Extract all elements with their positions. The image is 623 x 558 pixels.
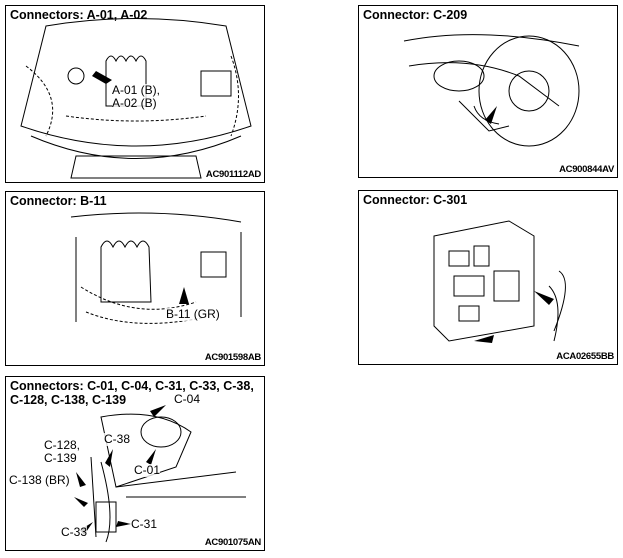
connector-label: C-128, <box>44 438 81 452</box>
connector-label: C-33 <box>61 525 88 539</box>
engine-illustration <box>70 212 242 324</box>
diagram-panel-a01-a02: Connectors: A-01, A-02 A-01 (B), A-02 (B… <box>5 5 265 183</box>
diagram-panel-c301: Connector: C-301 ACA02655BB <box>358 190 618 365</box>
panel-title: Connector: B-11 <box>10 194 107 208</box>
panel-title: Connector: C-301 <box>363 193 468 207</box>
panel-title: Connector: C-209 <box>363 8 468 22</box>
diagram-panel-c01-group: Connectors: C-01, C-04, C-31, C-33, C-38… <box>5 376 265 551</box>
connector-label: C-31 <box>131 517 158 531</box>
connector-label: A-01 (B), <box>112 83 161 97</box>
panel-title: Connectors: C-01, C-04, C-31, C-33, C-38… <box>10 379 254 407</box>
figure-code: AC901112AD <box>205 169 261 180</box>
dashboard-illustration <box>403 34 580 147</box>
figure-code: ACA02655BB <box>556 351 614 362</box>
connector-label: A-02 (B) <box>112 96 157 110</box>
connector-label: C-01 <box>134 463 161 477</box>
connector-label: C-04 <box>174 392 201 406</box>
figure-code: AC900844AV <box>559 164 614 175</box>
connector-label: C-38 <box>104 432 131 446</box>
connector-label: C-138 (BR) <box>9 473 70 487</box>
title-line: C-128, C-138, C-139 <box>10 393 127 407</box>
panel-title: Connectors: A-01, A-02 <box>10 8 148 22</box>
diagram-panel-c209: Connector: C-209 AC900844AV <box>358 5 618 178</box>
diagram-panel-b11: Connector: B-11 B-11 (GR) AC901598AB <box>5 191 265 366</box>
junction-block-illustration <box>433 220 566 343</box>
figure-code: AC901598AB <box>204 352 261 363</box>
connector-label: C-139 <box>44 451 77 465</box>
connector-label: B-11 (GR) <box>166 307 220 321</box>
title-line: Connectors: C-01, C-04, C-31, C-33, C-38… <box>10 379 254 393</box>
figure-code: AC901075AN <box>204 537 261 548</box>
engine-bay-illustration <box>20 18 252 179</box>
